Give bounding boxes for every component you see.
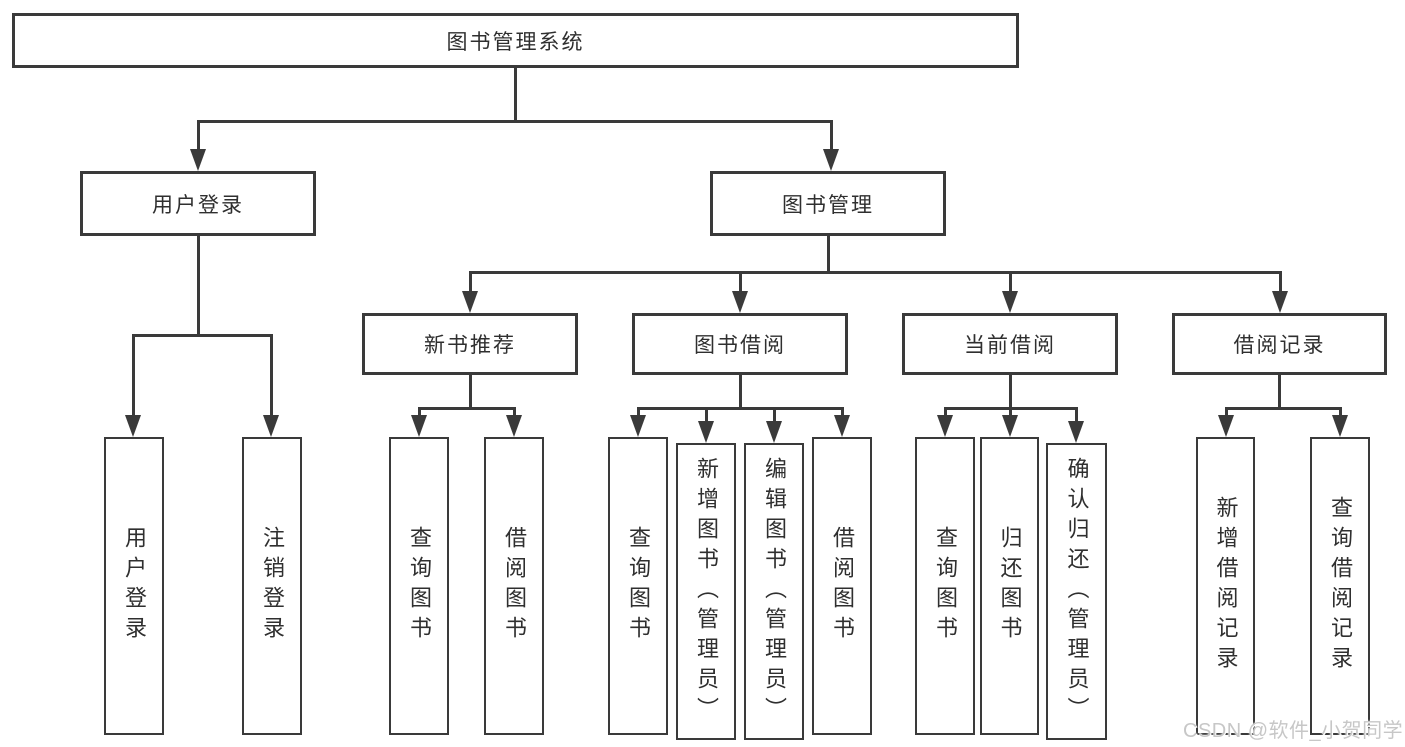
connector-book-borrow-drop-4 (841, 407, 844, 417)
arrow-to-leaf-logout (263, 415, 279, 437)
node-library-management-system: 图书管理系统 (12, 13, 1019, 68)
leaf-label: 借阅图书 (502, 526, 527, 646)
connector-book-mgmt-drop-1 (469, 271, 472, 293)
connector-root-drop-left (197, 120, 200, 151)
arrow-to-book-borrow (732, 291, 748, 313)
leaf-return-books: 归还图书 (980, 437, 1039, 735)
node-user-login: 用户登录 (80, 171, 316, 236)
arrow-to-user-login (190, 149, 206, 171)
connector-book-borrow-drop-1 (637, 407, 640, 417)
leaf-query-books-1: 查询图书 (389, 437, 449, 735)
connector-root-hline (197, 120, 833, 123)
leaf-label: 注销登录 (260, 526, 285, 646)
node-label: 借阅记录 (1233, 334, 1326, 357)
leaf-label: 查询图书 (407, 526, 432, 646)
connector-records-drop-2 (1339, 407, 1342, 417)
leaf-query-books-2: 查询图书 (608, 437, 668, 735)
node-label: 图书管理系统 (446, 30, 585, 54)
arrow-records-leaf-1 (1218, 415, 1234, 437)
connector-book-mgmt-drop-3 (1009, 271, 1012, 293)
connector-new-rec-drop-2 (513, 407, 516, 417)
leaf-label: 确认归还（管理员） (1064, 456, 1090, 727)
node-label: 用户登录 (152, 193, 244, 217)
csdn-watermark: CSDN @软件_小贺同学 (1183, 720, 1404, 742)
connector-root-stem (514, 68, 517, 122)
arrow-cur-borrow-leaf-1 (937, 415, 953, 437)
leaf-add-books-admin: 新增图书（管理员） (676, 443, 736, 740)
leaf-label: 用户登录 (122, 526, 147, 646)
leaf-logout: 注销登录 (242, 437, 302, 735)
connector-cur-borrow-drop-2 (1009, 407, 1012, 417)
leaf-confirm-return-admin: 确认归还（管理员） (1046, 443, 1107, 740)
node-label: 当前借阅 (964, 334, 1056, 357)
connector-user-login-stem (197, 236, 200, 336)
node-book-management: 图书管理 (710, 171, 946, 236)
node-label: 图书借阅 (694, 334, 786, 357)
arrow-new-rec-leaf-2 (506, 415, 522, 437)
connector-records-hline (1225, 407, 1342, 410)
connector-records-stem (1278, 375, 1281, 409)
leaf-label: 编辑图书（管理员） (762, 456, 787, 727)
connector-book-borrow-hline (637, 407, 844, 410)
arrow-to-current-borrow (1002, 291, 1018, 313)
leaf-borrow-books-1: 借阅图书 (484, 437, 544, 735)
connector-new-rec-stem (469, 375, 472, 409)
node-label: 图书管理 (782, 193, 874, 217)
arrow-to-new-book-recommend (462, 291, 478, 313)
connector-cur-borrow-drop-3 (1075, 407, 1078, 423)
connector-new-rec-drop-1 (418, 407, 421, 417)
leaf-label: 借阅图书 (830, 526, 855, 646)
connector-records-drop-1 (1225, 407, 1228, 417)
leaf-user-login: 用户登录 (104, 437, 164, 735)
arrow-cur-borrow-leaf-2 (1002, 415, 1018, 437)
leaf-query-borrow-record: 查询借阅记录 (1310, 437, 1370, 735)
arrow-book-borrow-leaf-1 (630, 415, 646, 437)
leaf-edit-books-admin: 编辑图书（管理员） (744, 443, 804, 740)
connector-book-borrow-drop-3 (773, 407, 776, 423)
node-current-borrow: 当前借阅 (902, 313, 1118, 375)
leaf-add-borrow-record: 新增借阅记录 (1196, 437, 1255, 735)
leaf-label: 归还图书 (997, 526, 1023, 646)
node-label: 新书推荐 (424, 334, 516, 357)
connector-book-borrow-drop-2 (705, 407, 708, 423)
arrow-book-borrow-leaf-2 (698, 421, 714, 443)
connector-user-login-drop-2 (270, 334, 273, 419)
arrow-to-borrow-records (1272, 291, 1288, 313)
connector-cur-borrow-stem (1009, 375, 1012, 409)
connector-book-mgmt-drop-4 (1279, 271, 1282, 293)
connector-root-drop-right (830, 120, 833, 151)
arrow-to-leaf-user-login (125, 415, 141, 437)
arrow-book-borrow-leaf-3 (766, 421, 782, 443)
node-borrow-records: 借阅记录 (1172, 313, 1387, 375)
arrow-cur-borrow-leaf-3 (1068, 421, 1084, 443)
leaf-borrow-books-2: 借阅图书 (812, 437, 872, 735)
arrow-new-rec-leaf-1 (411, 415, 427, 437)
connector-book-mgmt-stem (827, 236, 830, 273)
leaf-label: 新增借阅记录 (1213, 496, 1239, 676)
arrow-records-leaf-2 (1332, 415, 1348, 437)
leaf-label: 新增图书（管理员） (694, 456, 719, 727)
arrow-book-borrow-leaf-4 (834, 415, 850, 437)
connector-cur-borrow-drop-1 (944, 407, 947, 417)
node-new-book-recommend: 新书推荐 (362, 313, 578, 375)
node-book-borrow: 图书借阅 (632, 313, 848, 375)
connector-new-rec-hline (418, 407, 516, 410)
connector-user-login-hline (132, 334, 273, 337)
leaf-query-books-3: 查询图书 (915, 437, 975, 735)
arrow-to-book-management (823, 149, 839, 171)
connector-book-borrow-stem (739, 375, 742, 409)
connector-book-mgmt-drop-2 (739, 271, 742, 293)
leaf-label: 查询图书 (933, 526, 958, 646)
connector-book-mgmt-hline (469, 271, 1281, 274)
leaf-label: 查询图书 (626, 526, 651, 646)
leaf-label: 查询借阅记录 (1328, 496, 1353, 676)
connector-user-login-drop-1 (132, 334, 135, 419)
